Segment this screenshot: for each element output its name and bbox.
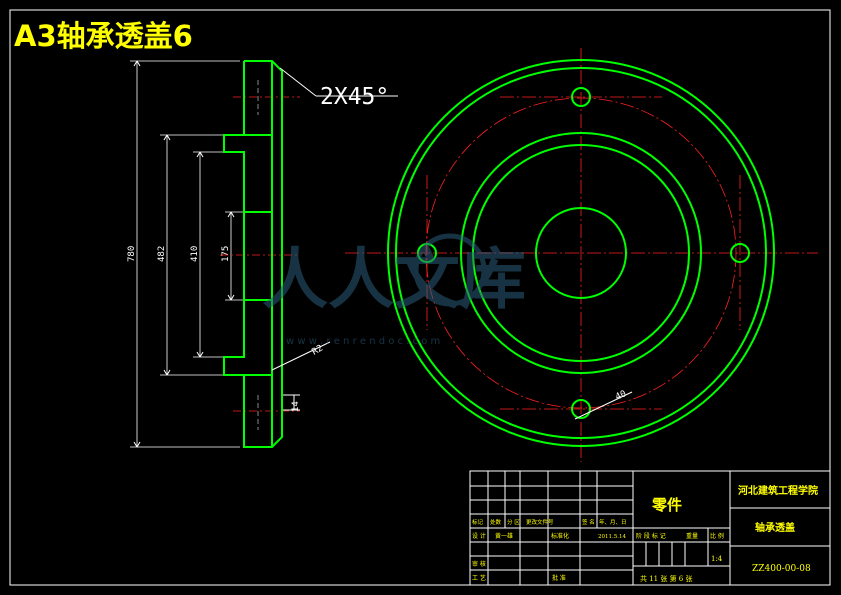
design-label: 设 计 xyxy=(472,532,486,540)
rev-header-2: 分 区 xyxy=(507,518,520,526)
standard-label: 标准化 xyxy=(551,532,569,540)
stage-header: 阶 段 标 记 xyxy=(636,532,666,540)
rev-header-4: 签 名 xyxy=(582,518,595,526)
dim-482: 482 xyxy=(157,246,167,262)
weight-header: 重量 xyxy=(686,532,698,540)
school-name: 河北建筑工程学院 xyxy=(738,484,818,497)
process-label: 工 艺 xyxy=(472,574,486,582)
drawing-frame xyxy=(9,9,831,586)
sheet-count: 共 11 张 第 6 张 xyxy=(640,574,693,583)
scale-header: 比 例 xyxy=(710,532,724,540)
designer: 黄一雄 xyxy=(495,532,513,540)
approve-label: 批 准 xyxy=(552,574,566,582)
drawing-number: ZZ400-00-08 xyxy=(752,564,811,574)
chamfer-label: 2X45° xyxy=(320,84,389,110)
dim-780: 780 xyxy=(127,246,137,262)
design-date: 2011.5.14 xyxy=(598,534,626,540)
part-name: 轴承透盖 xyxy=(755,521,795,534)
rev-header-5: 年、月、日 xyxy=(599,518,627,526)
front-view: 40 xyxy=(345,48,818,462)
rev-header-0: 标记 xyxy=(472,518,484,526)
review-label: 审 核 xyxy=(472,560,486,568)
radius-label: R2 xyxy=(311,344,325,358)
dim-410: 410 xyxy=(190,246,200,262)
part-label: 零件 xyxy=(651,496,682,514)
drawing-title: A3轴承透盖6 xyxy=(14,19,193,53)
rev-header-1: 处数 xyxy=(490,518,502,526)
title-block: 零件 河北建筑工程学院 轴承透盖 ZZ400-00-08 1:4 共 11 张 … xyxy=(469,470,831,586)
scale-value: 1:4 xyxy=(711,555,723,563)
dim-40: 40 xyxy=(614,389,628,403)
dim-175: 175 xyxy=(221,246,231,262)
dim-14: 14 xyxy=(291,401,301,412)
watermark-text: 人人文库 xyxy=(262,241,526,318)
watermark: 人人文库 w w w . r e n r e n d o c . c o m xyxy=(262,233,526,347)
watermark-url: w w w . r e n r e n d o c . c o m xyxy=(286,336,440,347)
rev-header-3: 更改文件号 xyxy=(526,518,554,526)
side-section-view: 780 482 410 175 2X45° xyxy=(127,60,398,448)
